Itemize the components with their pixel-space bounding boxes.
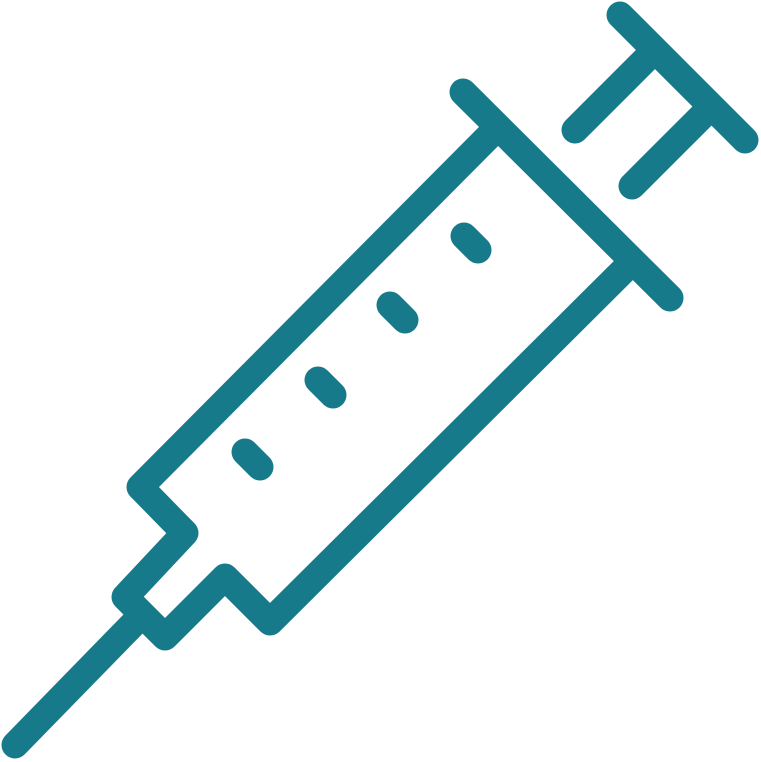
- graduation-mark: [376, 291, 419, 334]
- needle: [1, 608, 149, 759]
- plunger-rod-lower: [618, 95, 723, 200]
- graduation-mark: [231, 438, 274, 481]
- barrel: [111, 114, 646, 651]
- graduation-mark: [304, 366, 347, 409]
- plunger-rod-upper: [561, 39, 666, 144]
- graduation-mark: [450, 222, 492, 264]
- plunger-top: [606, 1, 759, 154]
